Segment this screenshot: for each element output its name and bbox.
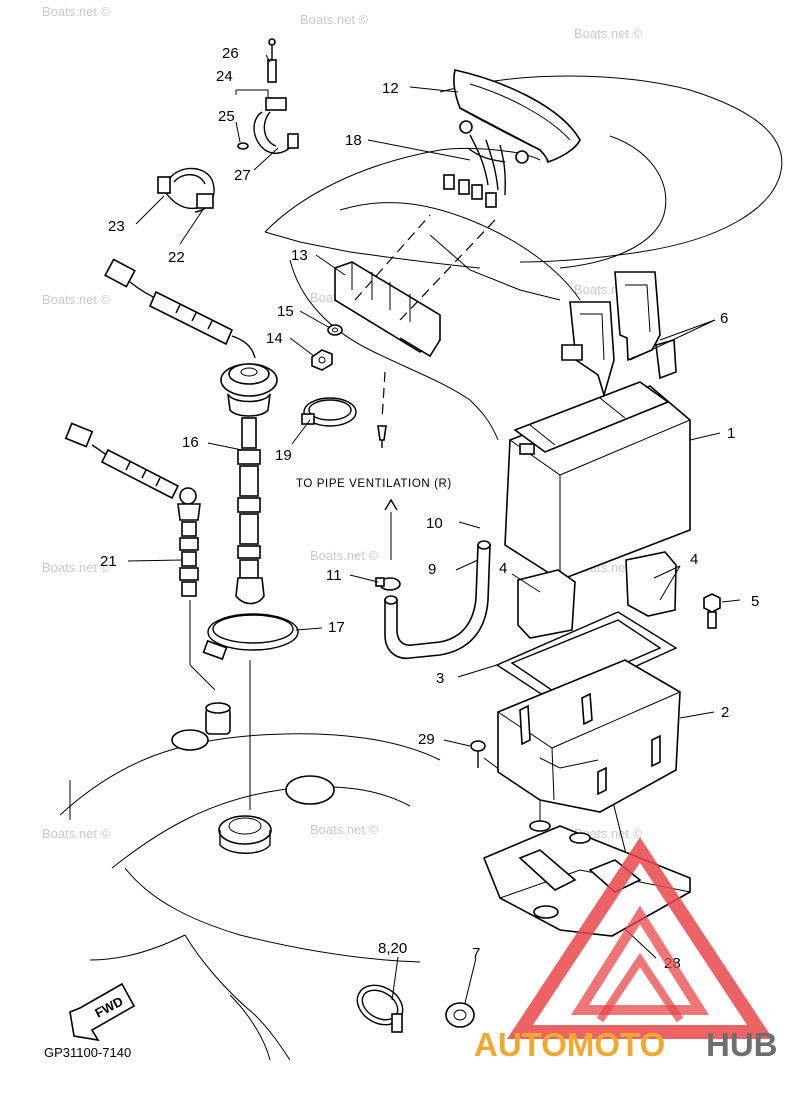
brand-wordmark: AUTOMOTO HUB: [474, 1026, 778, 1063]
callout-19: 19: [275, 447, 292, 464]
callout-5: 5: [751, 593, 759, 610]
watermark-text: Boats.net ©: [42, 826, 111, 841]
ring-band-part: [202, 613, 299, 661]
callout-4a: 4: [499, 560, 507, 577]
vent-hose-part: [384, 540, 491, 660]
automotohub-logo: [507, 837, 773, 1039]
callout-9: 9: [428, 561, 436, 578]
small-band-part: [301, 397, 357, 427]
watermark-text: Boats.net ©: [310, 822, 379, 837]
brand-part2: HUB: [706, 1026, 778, 1063]
small-clamp-part: [356, 984, 404, 1033]
watermark-text: Boats.net ©: [574, 826, 643, 841]
cover-part: [334, 261, 441, 358]
callout-7: 7: [472, 945, 480, 962]
watermark-text: Boats.net ©: [310, 548, 379, 563]
logo-triangle-inner: [570, 905, 710, 1015]
bolt-part: [267, 38, 277, 83]
callout-11: 11: [326, 567, 342, 584]
gasket-part: [495, 611, 678, 704]
figure-code: GP31100-7140: [44, 1045, 131, 1060]
callout-1: 1: [727, 425, 735, 442]
callout-27: 27: [234, 167, 251, 184]
meter-assembly: [443, 68, 581, 208]
assembly-lines: [189, 214, 631, 871]
battery-box-part: [497, 659, 681, 813]
clamp-part: [237, 97, 299, 154]
watermark-text: Boats.net ©: [300, 12, 369, 27]
nut-part: [311, 349, 333, 371]
band-part: [157, 167, 215, 213]
callout-12: 12: [382, 80, 399, 97]
callout-22: 22: [168, 249, 185, 266]
bolt-part: [703, 593, 721, 629]
brand-part1: AUTOMOTO: [474, 1026, 665, 1063]
screw-part: [470, 740, 486, 768]
watermark-text: Boats.net ©: [42, 292, 111, 307]
callout-10: 10: [426, 515, 443, 532]
battery-pad-part: [517, 551, 677, 639]
callout-6: 6: [720, 310, 728, 327]
callout-4b: 4: [690, 551, 698, 568]
second-sensor-assembly: [64, 422, 201, 597]
callout-18: 18: [345, 132, 362, 149]
vent-fitting-part: [377, 425, 387, 448]
callout-23: 23: [108, 218, 125, 235]
hull-grommets: [171, 702, 335, 854]
sensor-assembly: [104, 258, 278, 605]
logo-triangle-outer: [507, 837, 773, 1039]
callout-8-20: 8,20: [378, 940, 407, 957]
battery-strap-part: [561, 271, 677, 398]
callout-17: 17: [328, 619, 345, 636]
callout-labels: 1 2 3 4 4 5 6 7 8,20 9 10 11 12 13 14 15…: [100, 45, 759, 972]
callout-13: 13: [291, 247, 308, 264]
watermark-text: Boats.net ©: [42, 560, 111, 575]
callout-24: 24: [216, 68, 233, 85]
watermark-text: Boats.net ©: [42, 4, 111, 19]
callout-15: 15: [277, 303, 294, 320]
callout-26: 26: [222, 45, 239, 62]
callout-21: 21: [100, 553, 117, 570]
callout-2: 2: [721, 704, 729, 721]
callout-leaders: [127, 54, 741, 1004]
grommet-part: [445, 1002, 475, 1028]
washer-part: [327, 324, 343, 336]
watermark-text: Boats.net ©: [574, 26, 643, 41]
callout-16: 16: [182, 434, 199, 451]
callout-25: 25: [218, 108, 235, 125]
forward-arrow-icon: FWD: [69, 982, 136, 1042]
hose-clip-part: [375, 577, 401, 591]
callout-3: 3: [436, 670, 444, 687]
callout-14: 14: [266, 330, 283, 347]
hull-outline: [59, 75, 783, 1061]
pipe-ventilation-caption: TO PIPE VENTILATION (R): [296, 478, 452, 490]
callout-29: 29: [418, 731, 435, 748]
battery-part: [504, 381, 691, 581]
